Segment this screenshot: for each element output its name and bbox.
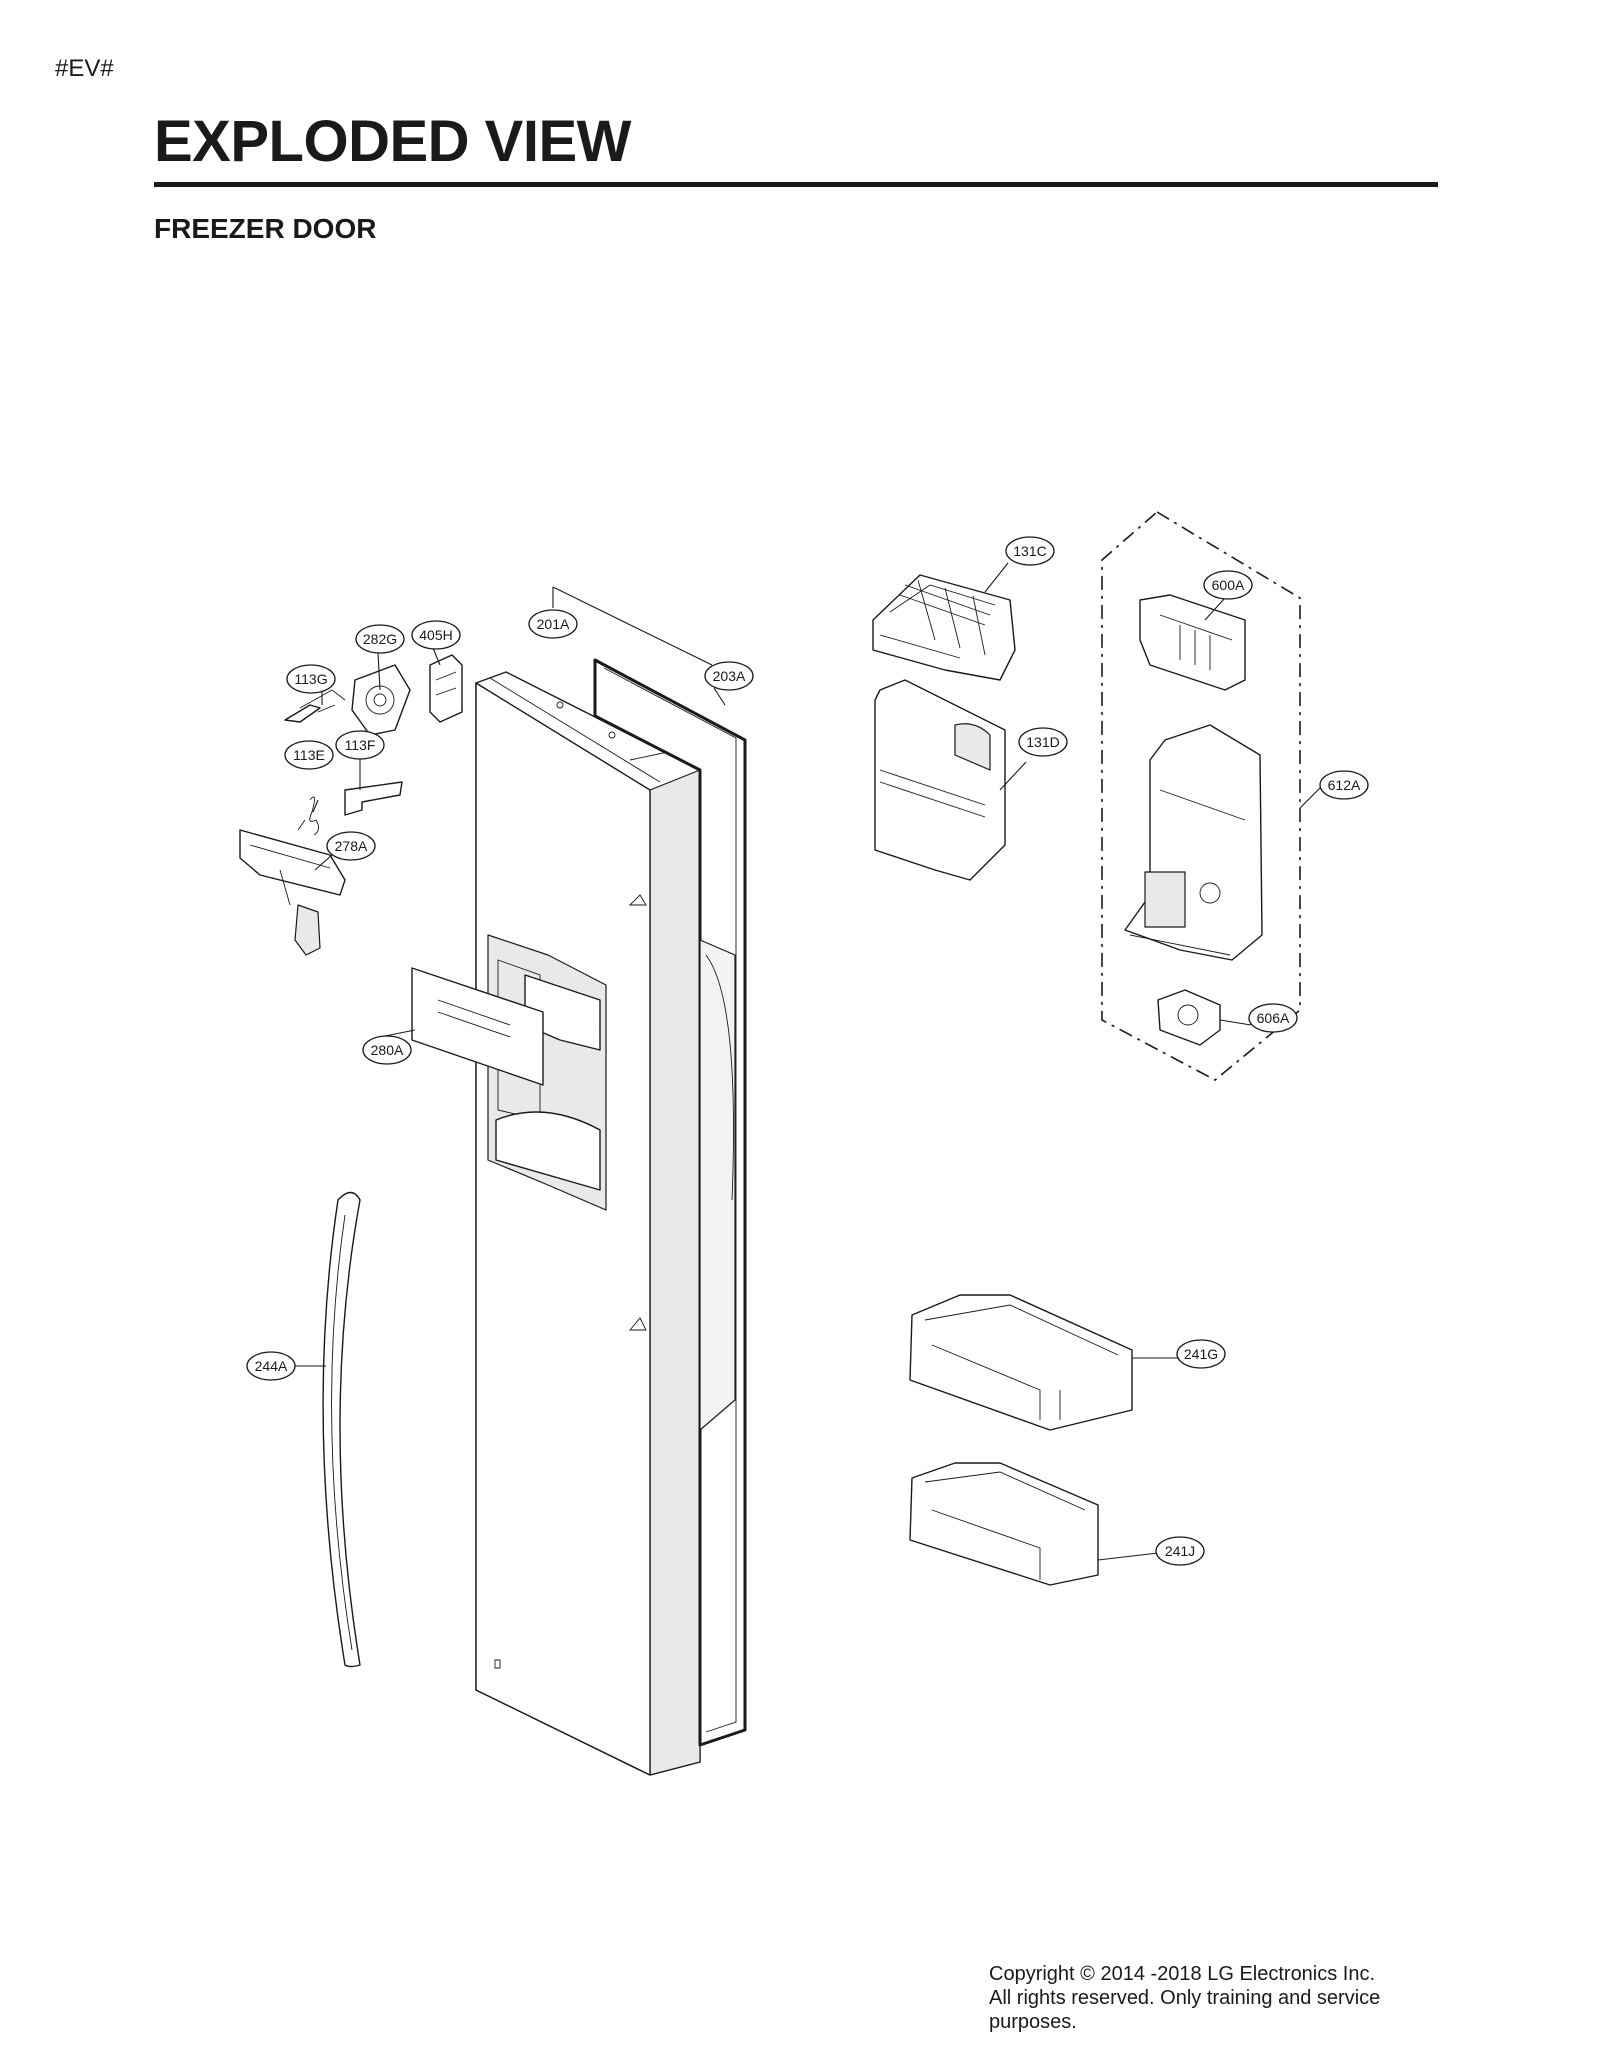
callout-113e: 113E (284, 740, 334, 770)
callout-201a: 201A (528, 609, 578, 639)
svg-text:131C: 131C (1013, 543, 1046, 559)
ice-bin-cover-part (872, 574, 1016, 681)
door-gasket-part (593, 658, 747, 1747)
callout-612a: 612A (1319, 770, 1369, 800)
freezer-door-part (475, 671, 701, 1776)
svg-text:606A: 606A (1257, 1010, 1290, 1026)
callout-203a: 203A (704, 661, 754, 691)
callout-241j: 241J (1155, 1536, 1205, 1566)
callout-131d: 131D (1018, 727, 1068, 757)
callout-244a: 244A (246, 1351, 296, 1381)
callout-606a: 606A (1248, 1003, 1298, 1033)
svg-text:131D: 131D (1026, 734, 1059, 750)
callout-113f: 113F (335, 730, 385, 760)
ice-maker-part (1139, 594, 1246, 691)
callout-600a: 600A (1203, 570, 1253, 600)
svg-text:282G: 282G (363, 631, 397, 647)
callout-405h: 405H (411, 620, 461, 650)
auger-motor-part (1157, 989, 1221, 1046)
svg-text:244A: 244A (255, 1358, 288, 1374)
callout-113g: 113G (286, 664, 336, 694)
title-rule (154, 182, 1438, 187)
section-title: FREEZER DOOR (154, 213, 377, 244)
callout-131c: 131C (1005, 536, 1055, 566)
callout-241g: 241G (1176, 1339, 1226, 1369)
door-bin-241g-part (909, 1294, 1133, 1431)
svg-text:241J: 241J (1165, 1543, 1195, 1559)
svg-text:278A: 278A (335, 838, 368, 854)
copyright-line-2: All rights reserved. Only training and s… (989, 1987, 1381, 2009)
assembly-boundary (1101, 511, 1301, 1081)
door-handle-part (322, 1191, 361, 1668)
page-title: EXPLODED VIEW (154, 109, 631, 174)
ice-maker-housing-part (1124, 724, 1263, 961)
copyright-notice: Copyright © 2014 -2018 LG Electronics In… (989, 1962, 1429, 2034)
svg-text:241G: 241G (1184, 1346, 1218, 1362)
svg-text:113G: 113G (294, 671, 327, 687)
door-bin-241j-part (909, 1462, 1099, 1586)
svg-text:280A: 280A (371, 1042, 404, 1058)
page-tag: #EV# (55, 55, 114, 82)
svg-text:201A: 201A (537, 616, 570, 632)
svg-text:113E: 113E (293, 747, 325, 763)
svg-text:113F: 113F (345, 737, 376, 753)
ice-bin-part (874, 679, 1006, 881)
svg-text:405H: 405H (419, 627, 452, 643)
callout-278a: 278A (326, 831, 376, 861)
svg-text:203A: 203A (713, 668, 746, 684)
copyright-line-3: purposes. (989, 2011, 1077, 2033)
svg-text:600A: 600A (1212, 577, 1245, 593)
copyright-line-1: Copyright © 2014 -2018 LG Electronics In… (989, 1963, 1376, 1985)
callout-280a: 280A (362, 1035, 412, 1065)
small-parts-cluster (239, 654, 544, 1086)
svg-text:612A: 612A (1328, 777, 1361, 793)
callout-282g: 282G (355, 624, 405, 654)
